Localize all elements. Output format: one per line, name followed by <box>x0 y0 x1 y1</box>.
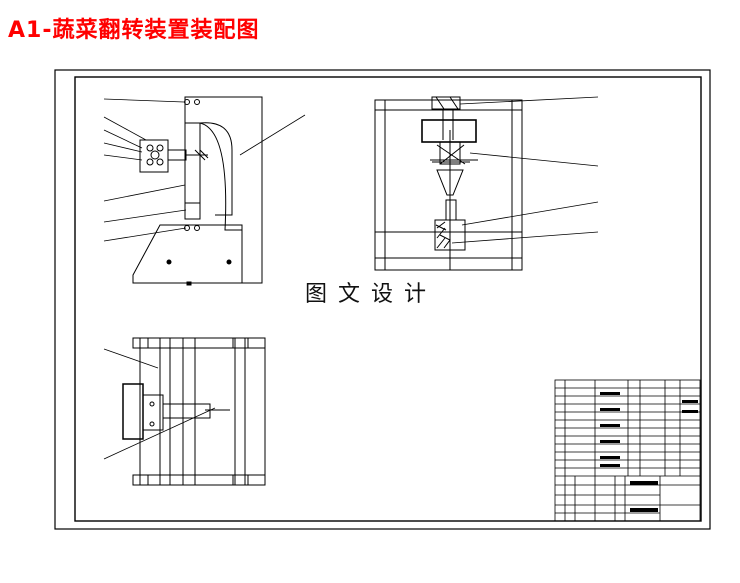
outer-border <box>54 69 711 530</box>
watermark-text: 图文设计 <box>303 276 440 308</box>
front-view <box>103 96 306 286</box>
top-view <box>103 337 266 486</box>
side-view <box>374 96 599 271</box>
title-block <box>554 379 701 522</box>
drawing-title: A1-蔬菜翻转装置装配图 <box>8 18 260 43</box>
inner-border <box>74 76 702 522</box>
